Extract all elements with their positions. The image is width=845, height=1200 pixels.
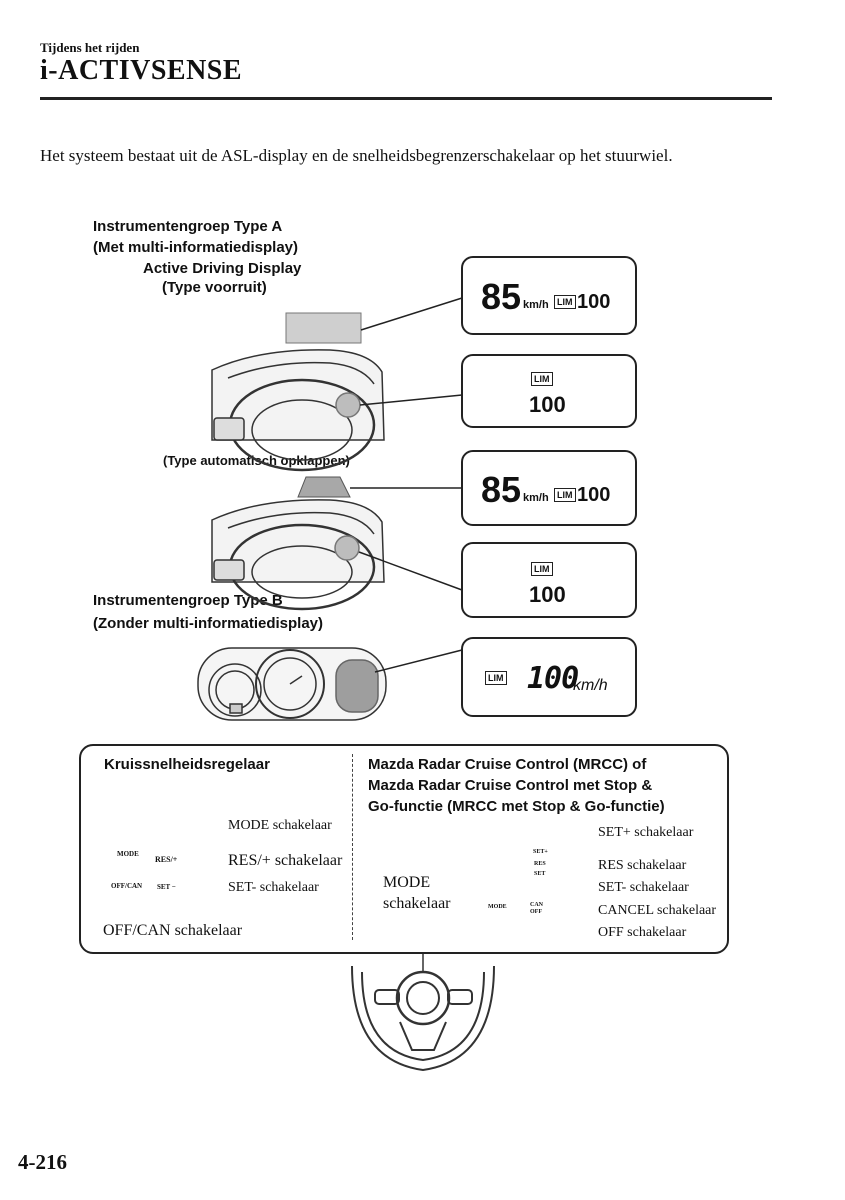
- mrcc-mode-label-line2: schakelaar: [383, 895, 451, 912]
- cluster-a2-lim-badge: LIM: [531, 562, 553, 576]
- cruise-res-button-text: RES/+: [155, 855, 178, 864]
- cluster-a-illustration: [211, 349, 385, 472]
- mrcc-title-line1: Mazda Radar Cruise Control (MRCC) of: [368, 756, 647, 773]
- windshield-display-box: 85 km/h LIM 100: [461, 256, 637, 335]
- mrcc-off-button-text: OFF: [530, 909, 542, 915]
- cruise-set-button-text: SET −: [157, 883, 176, 891]
- page-number: 4-216: [18, 1150, 67, 1174]
- add-label-line2: (Type voorruit): [162, 279, 267, 296]
- mrcc-setplus-button-text: SET+: [533, 849, 548, 855]
- panel-divider: [352, 754, 353, 940]
- mrcc-can-button-text: CAN: [530, 902, 543, 908]
- cancel-switch-label: CANCEL schakelaar: [598, 903, 717, 918]
- cluster-a-lim-badge: LIM: [531, 372, 553, 386]
- mrcc-title-line3: Go-functie (MRCC met Stop & Go-functie): [368, 798, 665, 815]
- windshield-unit: km/h: [523, 299, 549, 311]
- cluster-a2-illustration: [211, 499, 385, 611]
- cruise-offcan-button-text: OFF/CAN: [111, 882, 143, 890]
- cluster-a2-limit-value: 100: [529, 582, 566, 607]
- type-b-limit-value: 100: [527, 661, 579, 696]
- title-rule: [40, 97, 772, 100]
- offcan-switch-label: OFF/CAN schakelaar: [103, 922, 243, 939]
- mrcc-set-button-text: SET: [534, 871, 546, 877]
- set-minus-switch-label: SET- schakelaar: [228, 880, 319, 895]
- mode-switch-label: MODE schakelaar: [228, 818, 332, 833]
- windshield-lim-badge: LIM: [554, 295, 576, 309]
- cruise-control-title: Kruissnelheidsregelaar: [104, 756, 270, 773]
- popup-limit-value: 100: [577, 484, 611, 506]
- add-label-line1: Active Driving Display: [143, 260, 302, 277]
- popup-lim-badge: LIM: [554, 488, 576, 502]
- windshield-display-shape: [285, 312, 362, 344]
- popup-unit: km/h: [523, 492, 549, 504]
- type-b-unit: km/h: [573, 677, 608, 694]
- type-a-label-line1: Instrumentengroep Type A: [93, 218, 283, 235]
- type-b-label-line2: (Zonder multi-informatiedisplay): [93, 615, 324, 632]
- off-switch-label: OFF schakelaar: [598, 925, 687, 940]
- type-b-display-box: LIM 100 km/h: [461, 637, 637, 717]
- set-plus-switch-label: SET+ schakelaar: [598, 825, 694, 840]
- cluster-a-display-box: LIM 100: [461, 354, 637, 428]
- mrcc-title-line2: Mazda Radar Cruise Control met Stop &: [368, 777, 653, 794]
- popup-combiner-shape: [297, 476, 351, 498]
- res-plus-switch-label: RES/+ schakelaar: [228, 852, 343, 869]
- page-title: i-ACTIVSENSE: [40, 55, 243, 86]
- mrcc-mode-button-text: MODE: [488, 904, 507, 910]
- cluster-a-limit-value: 100: [529, 392, 566, 417]
- mrcc-mode-label-line1: MODE: [383, 874, 431, 891]
- mrcc-set-minus-switch-label: SET- schakelaar: [598, 880, 689, 895]
- cluster-b-callout-line: [374, 649, 463, 673]
- res-switch-label: RES schakelaar: [598, 858, 687, 873]
- switch-panel: [79, 744, 729, 954]
- cruise-mode-button-text: MODE: [117, 850, 139, 858]
- cluster-a-callout-line: [359, 394, 463, 406]
- mrcc-res-button-text: RES: [534, 861, 546, 867]
- popup-display-box: 85 km/h LIM 100: [461, 450, 637, 526]
- type-b-lim-badge: LIM: [485, 671, 507, 685]
- steering-wheel-illustration: [351, 965, 495, 1072]
- cluster-a2-display-box: LIM 100: [461, 542, 637, 618]
- cluster-a2-callout-line: [358, 551, 463, 591]
- type-a-label-line2: (Met multi-informatiedisplay): [93, 239, 299, 256]
- cluster-b-illustration: [197, 647, 387, 721]
- type-b-label-line1: Instrumentengroep Type B: [93, 592, 283, 609]
- intro-paragraph: Het systeem bestaat uit de ASL-display e…: [40, 146, 673, 165]
- windshield-speed: 85: [481, 276, 522, 317]
- windshield-limit-value: 100: [577, 291, 611, 313]
- section-label: Tijdens het rijden: [40, 40, 140, 55]
- popup-speed: 85: [481, 469, 522, 510]
- windshield-callout-line: [360, 297, 463, 331]
